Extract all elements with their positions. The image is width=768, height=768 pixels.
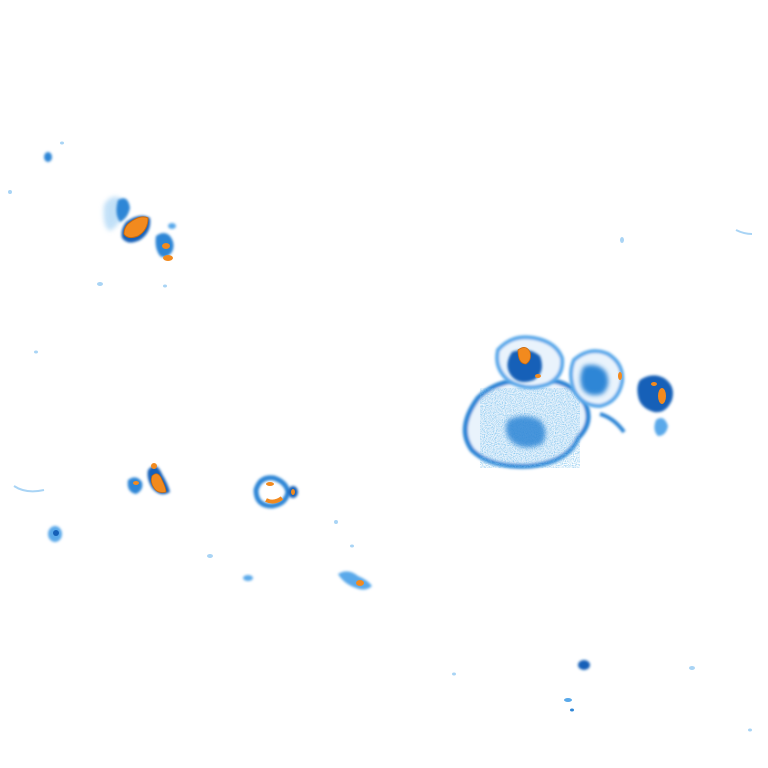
cell-cluster-center-left <box>253 475 298 509</box>
scattered-specks-right <box>34 229 753 732</box>
cell-cluster-lower <box>207 520 372 590</box>
cell-cluster-left-middle <box>13 463 170 542</box>
cell-cluster-upper-left <box>8 141 176 288</box>
cell-cluster-right <box>462 335 673 469</box>
